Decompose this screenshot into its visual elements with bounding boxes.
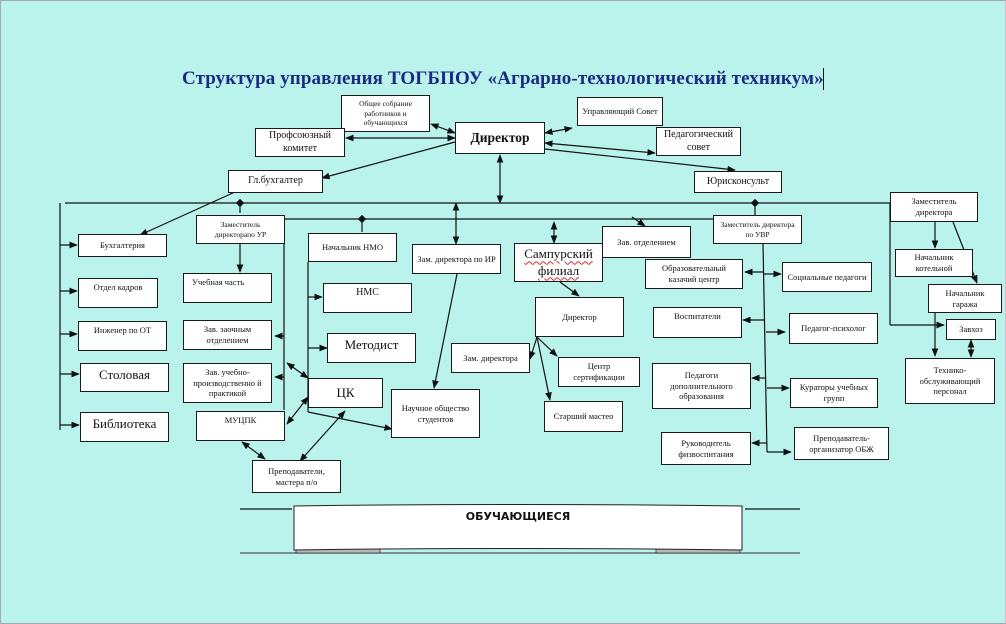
node-filial-direktor: Директор: [535, 297, 624, 337]
node-zam-ir: Зам. директора по ИР: [412, 244, 501, 274]
node-kazachiy-tsentr: Образовательный казачий центр: [645, 259, 743, 289]
node-kuratory: Кураторы учебных групп: [790, 378, 878, 408]
node-biblioteka: Библиотека: [80, 412, 169, 442]
node-mutspk: МУЦПК: [196, 411, 285, 441]
link-director-uprsovet: [544, 126, 573, 135]
node-zam-uvr: Заместитель директора по УВР: [713, 215, 802, 244]
node-prepodavateli: Преподаватели, мастера п/о: [252, 460, 341, 493]
node-starshiy-master: Старший мастео: [544, 401, 623, 432]
node-glbuh: Гл.бухгалтер: [228, 170, 323, 193]
node-uchebnaya-chast: Учебная часть: [183, 273, 272, 303]
node-otdel-kadrov: Отдел кадров: [78, 278, 158, 308]
sampur-filial-label: Сампурский филиал: [524, 246, 593, 278]
node-metodist: Методист: [327, 333, 416, 363]
node-yuriskonsult: Юрисконсульт: [694, 171, 782, 193]
node-tsentr-sert: Центр сертификации: [558, 357, 640, 387]
node-nms: НМС: [323, 283, 412, 313]
node-pedagog-psiholog: Педагог-психолог: [789, 313, 878, 344]
banner-label: ОБУЧАЮЩИЕСЯ: [465, 510, 571, 523]
link-director-yurist: [544, 148, 736, 173]
node-filial-zam: Зам. директора: [451, 343, 530, 373]
node-nachalnik-nmo: Начальник НМО: [308, 233, 397, 262]
node-sampur-filial: Сампурский филиал: [514, 243, 603, 282]
node-nach-kotelnoy: Начальник котельной: [895, 249, 973, 277]
node-sots-pedagogi: Социальные педагоги: [782, 262, 872, 292]
node-zam-direktora: Заместитель директора: [890, 192, 978, 222]
node-upr-sovet: Управляющий Совет: [577, 97, 663, 126]
node-tehn-personal: Технико-обслуживающий персонал: [905, 358, 995, 404]
node-ruk-fizvosp: Руководитель физвоспитания: [661, 432, 751, 465]
link-glbuh-buh: [139, 191, 236, 236]
node-direktor: Директор: [455, 122, 545, 154]
node-zav-zaochnym: Зав. заочным отделением: [183, 320, 272, 350]
node-nach-garazha: Начальник гаража: [928, 284, 1002, 313]
link-director-glbuh: [321, 141, 456, 180]
node-obshee-sobranie: Общее собрание работников и обучающихся: [341, 95, 430, 132]
node-tsk: ЦК: [308, 378, 383, 408]
node-vospitateli: Воспитатели: [653, 307, 742, 338]
node-nauchnoe-obshestvo: Научное общество студентов: [391, 389, 480, 438]
node-zam-ur: Заместитель директорапо УР: [196, 215, 285, 244]
node-stolovaya: Столовая: [80, 363, 169, 392]
node-buhgalteriya: Бухгалтерия: [78, 234, 167, 257]
text-cursor: [823, 68, 824, 90]
node-zavhoz: Завхоз: [946, 319, 996, 340]
link-director-pedsovet: [544, 140, 656, 156]
node-inzhener-ot: Инженер по ОТ: [78, 321, 167, 351]
diagram-title: Структура управления ТОГБПОУ «Аграрно-те…: [182, 68, 824, 89]
node-ped-sovet: Педагогический совет: [656, 127, 741, 156]
node-zav-praktikoy: Зав. учебно-производственно й практикой: [183, 363, 272, 403]
link-director-sobranie: [430, 123, 456, 134]
students-banner: [293, 504, 743, 554]
uvr-vertical: [762, 243, 768, 453]
node-zav-otdeleniem: Зав. отделением: [602, 226, 691, 258]
node-profkom: Профсоюзный комитет: [255, 128, 345, 157]
node-prepod-obzh: Преподаватель-организатор ОБЖ: [794, 427, 889, 460]
node-pedagogi-dop: Педагоги дополнительного образования: [652, 363, 751, 409]
